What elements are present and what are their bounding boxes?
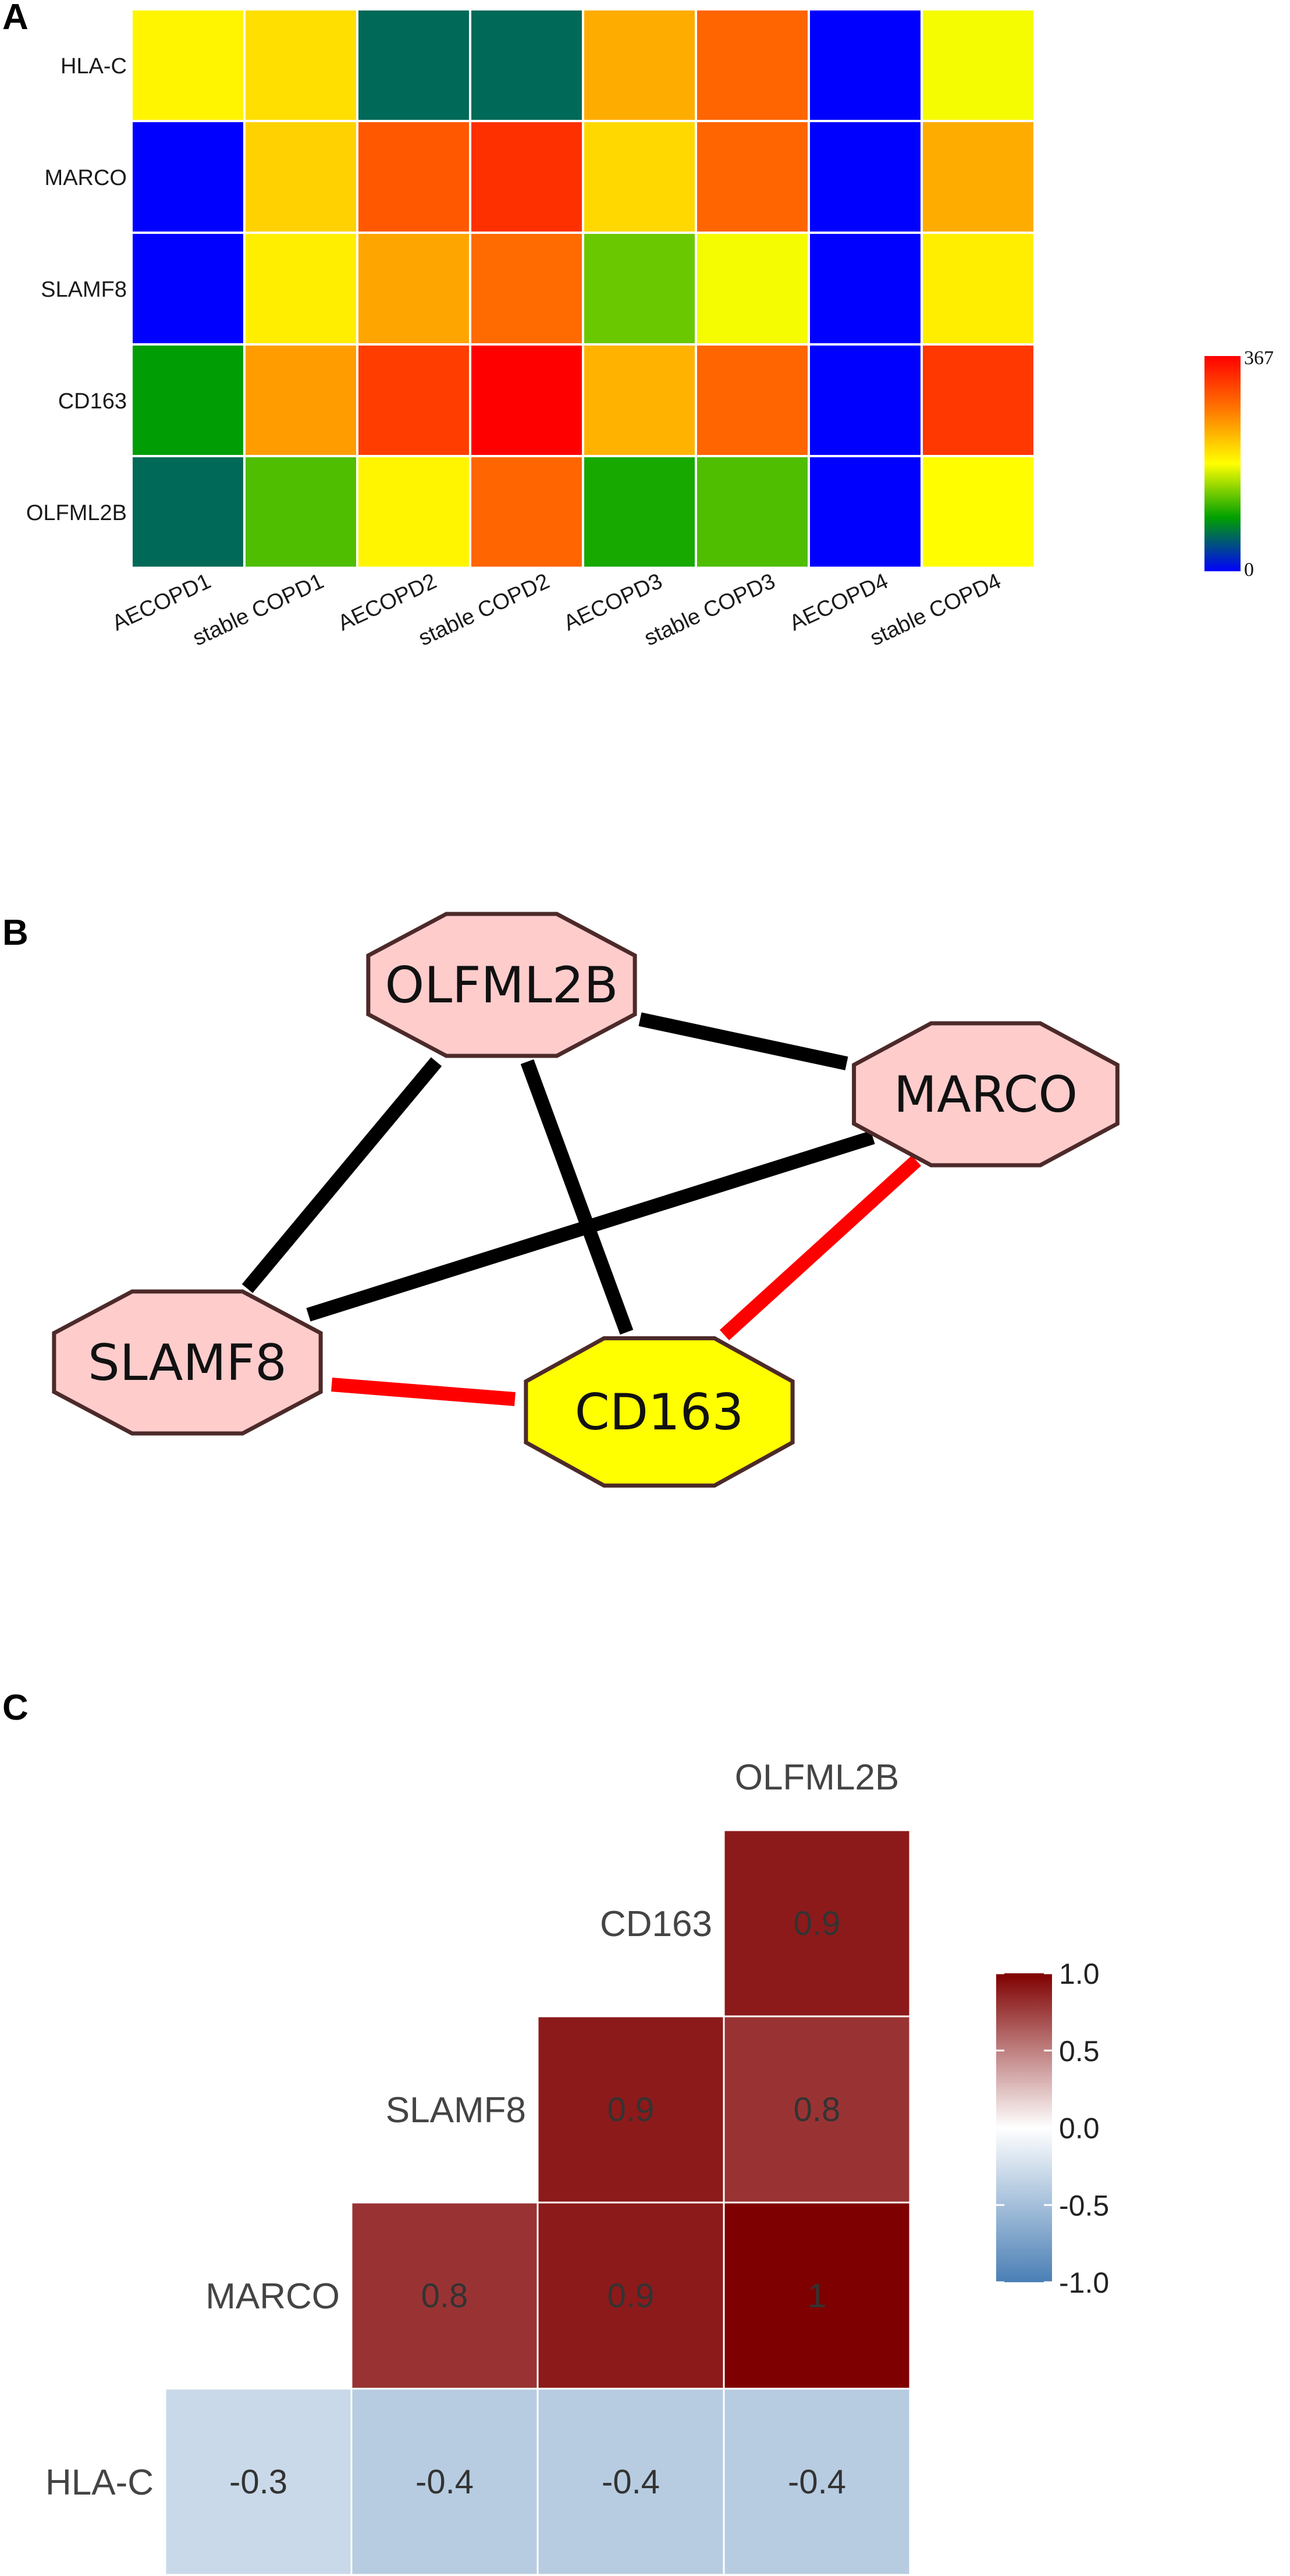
correlation-cell <box>350 2201 539 2390</box>
colorbar <box>1204 356 1241 571</box>
heatmap-cell <box>471 234 582 343</box>
heatmap-cell <box>697 457 808 567</box>
heatmap-cell <box>923 234 1033 343</box>
edge-olfml2b-marco <box>638 1012 848 1070</box>
heatmap-cell <box>358 346 469 455</box>
heatmap-cell <box>133 457 243 567</box>
correlation-value-label: -0.4 <box>788 2463 846 2501</box>
correlation-value-label: 0.9 <box>794 1905 841 1942</box>
heatmap-cell <box>133 122 243 232</box>
panel-c-letter: C <box>2 1688 29 1728</box>
colorbar-tick-label: -0.5 <box>1059 2189 1109 2222</box>
colorbar-tick-label: -1.0 <box>1059 2267 1109 2299</box>
heatmap-cell <box>358 234 469 343</box>
heatmap-cell <box>246 122 356 232</box>
correlation-cell <box>723 2201 911 2390</box>
heatmap-row-label: HLA-C <box>61 54 127 79</box>
heatmap-cell <box>923 122 1033 232</box>
heatmap-cell <box>246 457 356 567</box>
heatmap-cell <box>810 457 921 567</box>
heatmap-cell <box>246 234 356 343</box>
correlation-cell <box>536 2015 725 2204</box>
heatmap-cell <box>697 10 808 120</box>
correlation-cell <box>536 2201 725 2390</box>
edge-olfml2b-slamf8 <box>241 1057 442 1293</box>
node-label-slamf8: SLAMF8 <box>88 1334 287 1392</box>
node-olfml2b <box>366 912 637 1058</box>
heatmap-cell <box>810 346 921 455</box>
correlation-variable-label: OLFML2B <box>735 1757 900 1798</box>
correlation-cell <box>350 2388 539 2576</box>
heatmap-cell <box>810 122 921 232</box>
correlation-value-label: 0.9 <box>607 2091 655 2129</box>
heatmap-cell <box>358 122 469 232</box>
heatmap-cell <box>923 346 1033 455</box>
colorbar-tick-label: 0.0 <box>1059 2112 1100 2145</box>
panel-a-letter: A <box>2 0 29 37</box>
heatmap-cell <box>471 346 582 455</box>
panel-b-letter: B <box>2 913 29 953</box>
heatmap-row-label: SLAMF8 <box>41 277 127 302</box>
node-label-olfml2b: OLFML2B <box>385 956 619 1015</box>
correlation-colorbar <box>996 1973 1052 2282</box>
edge-slamf8-marco <box>306 1130 875 1322</box>
heatmap-row-label: OLFML2B <box>26 501 127 525</box>
heatmap-cell <box>584 10 695 120</box>
node-label-marco: MARCO <box>894 1066 1078 1124</box>
correlation-cell <box>164 2388 353 2576</box>
heatmap-cell <box>133 346 243 455</box>
heatmap-cell <box>471 10 582 120</box>
heatmap-cell <box>584 122 695 232</box>
heatmap-row-label: CD163 <box>58 389 127 414</box>
correlation-cell <box>723 1829 911 2018</box>
correlation-value-label: 0.8 <box>421 2277 468 2315</box>
heatmap-cell <box>923 457 1033 567</box>
correlation-variable-label: HLA-C <box>45 2463 154 2503</box>
correlation-value-label: 0.9 <box>607 2277 655 2315</box>
heatmap-cell <box>697 346 808 455</box>
correlation-value-label: -0.4 <box>415 2463 474 2501</box>
heatmap-cell <box>810 234 921 343</box>
node-label-cd163: CD163 <box>575 1383 744 1442</box>
correlation-variable-label: MARCO <box>205 2276 340 2317</box>
heatmap-cell <box>697 234 808 343</box>
correlation-variable-label: CD163 <box>600 1904 712 1944</box>
edge-slamf8-cd163 <box>331 1378 516 1406</box>
correlation-value-label: -0.3 <box>229 2463 287 2501</box>
correlation-cell <box>723 2388 911 2576</box>
heatmap-cell <box>133 234 243 343</box>
expression-heatmap: HLA-CMARCOSLAMF8CD163OLFML2BAECOPD1stabl… <box>26 10 1274 651</box>
node-cd163 <box>524 1336 795 1488</box>
colorbar-tick-label: 0.5 <box>1059 2035 1100 2068</box>
heatmap-cell <box>246 346 356 455</box>
heatmap-cell <box>358 457 469 567</box>
node-slamf8 <box>52 1289 323 1436</box>
heatmap-cell <box>471 457 582 567</box>
correlation-value-label: -0.4 <box>602 2463 660 2501</box>
edge-olfml2b-cd163 <box>520 1059 634 1335</box>
colorbar-min-label: 0 <box>1244 559 1254 581</box>
heatmap-cell <box>923 10 1033 120</box>
heatmap-cell <box>810 10 921 120</box>
heatmap-cell <box>471 122 582 232</box>
correlation-cell <box>723 2015 911 2204</box>
heatmap-cell <box>358 10 469 120</box>
heatmap-cell <box>246 10 356 120</box>
heatmap-cell <box>584 457 695 567</box>
correlation-value-label: 0.8 <box>794 2091 841 2129</box>
heatmap-cell <box>133 10 243 120</box>
heatmap-cell <box>584 234 695 343</box>
heatmap-row-label: MARCO <box>45 166 127 190</box>
correlation-variable-label: SLAMF8 <box>386 2090 526 2130</box>
correlation-value-label: 1 <box>808 2277 826 2315</box>
colorbar-max-label: 367 <box>1244 347 1274 369</box>
heatmap-cell <box>584 346 695 455</box>
node-marco <box>852 1021 1120 1168</box>
colorbar-tick-label: 1.0 <box>1059 1958 1100 1990</box>
edge-marco-cd163 <box>719 1155 922 1340</box>
heatmap-cell <box>697 122 808 232</box>
